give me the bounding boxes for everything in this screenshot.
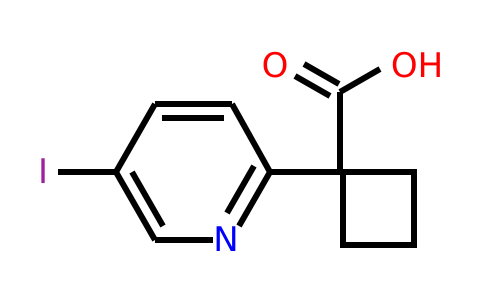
- label-layer: O OH N I: [38, 46, 443, 260]
- bond-carbonyl-2: [302, 61, 341, 87]
- atom-nitrogen: N: [213, 220, 238, 260]
- bond-n-c2: [236, 170, 273, 228]
- bond-c2-c3: [229, 102, 273, 174]
- bond-layer: [58, 61, 417, 248]
- bond-n-c2-inner: [224, 164, 257, 215]
- bond-c-oh: [338, 66, 382, 95]
- atom-oxygen-carbonyl: O: [262, 46, 289, 86]
- bond-c5-c6: [113, 170, 158, 242]
- bond-carbonyl-1: [293, 73, 332, 99]
- atom-hydroxyl: OH: [391, 46, 443, 86]
- bond-c5-c6-inner: [129, 170, 166, 228]
- bond-c4-c5: [113, 102, 158, 174]
- atom-iodine: I: [38, 152, 48, 192]
